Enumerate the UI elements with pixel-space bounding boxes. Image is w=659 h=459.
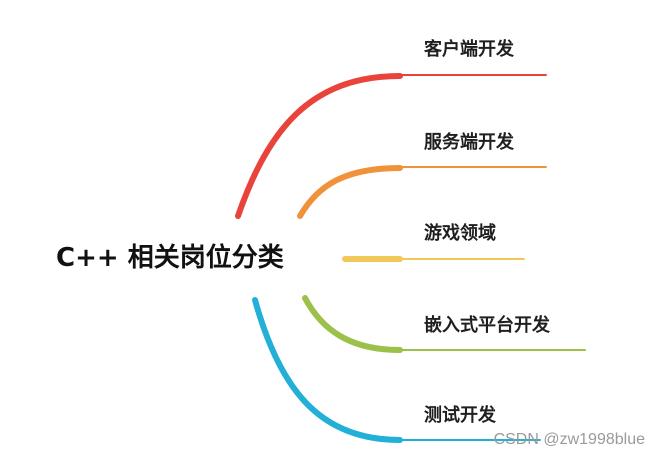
branch-connector-test [252,297,403,443]
branch-label-test: 测试开发 [424,405,496,426]
branch-label-game: 游戏领域 [424,223,496,244]
branch-connector-client [235,73,403,219]
watermark-text: CSDN @zw1998blue [493,431,645,448]
branch-label-server: 服务端开发 [424,132,514,153]
branch-label-embedded: 嵌入式平台开发 [424,315,550,336]
root-node-label: C++ 相关岗位分类 [56,243,284,273]
branch-label-client: 客户端开发 [424,39,514,60]
branch-connector-embedded [302,295,403,353]
branch-connector-server [297,165,403,219]
